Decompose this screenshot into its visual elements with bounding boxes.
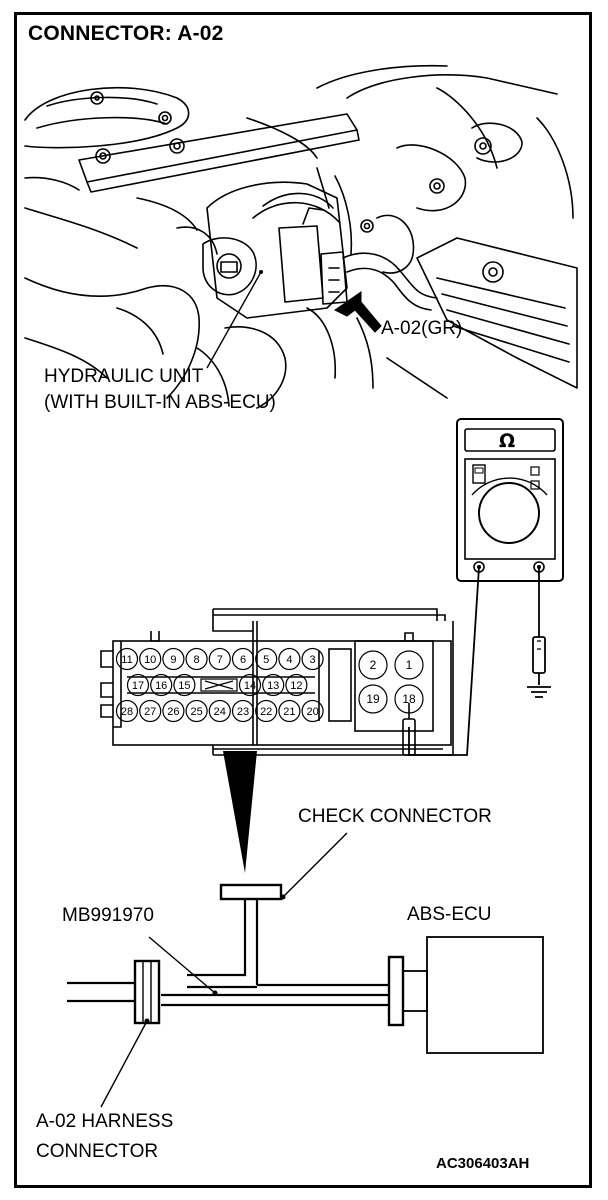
pin-21 xyxy=(278,699,301,723)
pin-27 xyxy=(139,699,162,723)
pin-label: 10 xyxy=(144,654,156,666)
pin-11 xyxy=(115,647,139,671)
connector-callout-label: A-02(GR) xyxy=(381,318,463,339)
pin-15 xyxy=(173,673,196,697)
pin-label: 5 xyxy=(263,654,269,666)
pin-5 xyxy=(255,647,278,671)
pin-label: 22 xyxy=(260,706,272,718)
pin-label: 28 xyxy=(121,706,133,718)
pin-6 xyxy=(231,647,255,671)
pin-label: 19 xyxy=(366,692,380,706)
view-direction-wedge xyxy=(223,751,257,873)
pin-label: 1 xyxy=(406,658,413,672)
check-connector-label: CHECK CONNECTOR xyxy=(298,806,492,827)
pin-label: 4 xyxy=(286,654,292,666)
pin-25 xyxy=(185,699,208,723)
pin-label: 14 xyxy=(244,680,256,692)
pin-20 xyxy=(301,699,324,723)
abs-ecu-label: ABS-ECU xyxy=(407,904,492,925)
pin-2 xyxy=(358,650,388,680)
pin-label: 9 xyxy=(170,654,176,666)
pin-label: 17 xyxy=(132,680,144,692)
pin-label: 23 xyxy=(237,706,249,718)
pin-label: 8 xyxy=(194,654,200,666)
pin-22 xyxy=(255,699,278,723)
pin-24 xyxy=(208,699,231,723)
pin-label: 6 xyxy=(240,654,246,666)
ground-probe xyxy=(527,567,551,698)
pin-10 xyxy=(139,647,162,671)
harness-schematic xyxy=(67,883,544,1054)
pin-label: 16 xyxy=(155,680,167,692)
pin-label: 15 xyxy=(178,680,190,692)
pin-label: 25 xyxy=(190,706,202,718)
pin-label: 24 xyxy=(214,706,226,718)
pin-28 xyxy=(115,699,139,723)
pin-label: 12 xyxy=(290,680,302,692)
harness-connector-sublabel: CONNECTOR xyxy=(36,1141,159,1162)
pin-1 xyxy=(394,650,424,680)
pin-label: 20 xyxy=(306,706,318,718)
pin-label: 7 xyxy=(217,654,223,666)
pin-label: 11 xyxy=(121,654,132,666)
figure-code: AC306403AH xyxy=(436,1155,530,1172)
harness-connector-label: A-02 HARNESS xyxy=(36,1111,174,1132)
pin-label: 3 xyxy=(310,654,316,666)
pin-label: 2 xyxy=(370,658,377,672)
pin-8 xyxy=(185,647,208,671)
pin-17 xyxy=(126,673,150,697)
pin-12 xyxy=(285,673,308,697)
hydraulic-unit-label: HYDRAULIC UNIT xyxy=(44,366,204,387)
pin-16 xyxy=(150,673,173,697)
tool-number-label: MB991970 xyxy=(62,905,154,926)
test-harness-diagram: Ω 11 10 9 8 7 6 5 4 3 17 16 15 14 13 12 28 27 26 25 24 2 xyxy=(67,418,564,1108)
hydraulic-unit-sublabel: (WITH BUILT-IN ABS-ECU) xyxy=(44,392,276,413)
pin-13 xyxy=(262,673,285,697)
pin-9 xyxy=(162,647,185,671)
pin-14 xyxy=(238,673,262,697)
pin-label: 27 xyxy=(144,706,156,718)
pin-4 xyxy=(278,647,301,671)
pin-19 xyxy=(358,684,388,714)
engine-bay-illustration xyxy=(24,64,578,409)
pin-label: 18 xyxy=(402,692,416,706)
pin-23 xyxy=(231,699,255,723)
connector-face xyxy=(100,608,454,756)
pin18-probe xyxy=(402,703,416,756)
ohm-symbol: Ω xyxy=(499,430,515,452)
pin-label: 21 xyxy=(283,706,295,718)
pin-label: 13 xyxy=(267,680,279,692)
ohmmeter xyxy=(456,418,564,582)
pin-7 xyxy=(208,647,231,671)
pin-26 xyxy=(162,699,185,723)
pin-label: 26 xyxy=(167,706,179,718)
figure-title: CONNECTOR: A-02 xyxy=(28,22,224,45)
pin-3 xyxy=(301,647,324,671)
figure-frame xyxy=(14,12,592,1188)
